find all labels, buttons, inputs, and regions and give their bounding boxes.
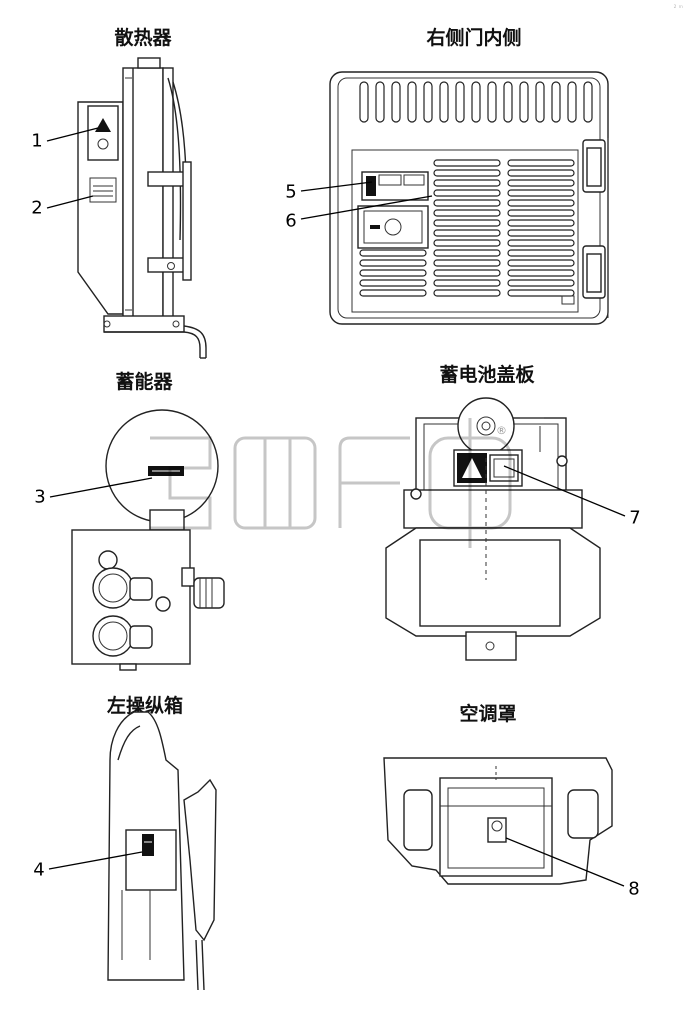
left-control-box-drawing	[107, 711, 217, 991]
title-left-control-box: 左操纵箱	[106, 695, 184, 717]
accumulator-drawing	[71, 409, 225, 671]
callout-1: 1	[31, 130, 43, 152]
ac-cover-drawing	[383, 757, 613, 885]
title-battery-cover: 蓄电池盖板	[439, 364, 535, 386]
title-radiator: 散热器	[114, 27, 172, 49]
callout-2: 2	[31, 197, 43, 219]
door-drawing	[329, 71, 609, 325]
watermark-logo	[150, 418, 512, 548]
callout-7: 7	[629, 507, 641, 529]
watermark-registered-mark: ®	[496, 424, 507, 437]
door-right-vents	[507, 159, 575, 297]
battery-cover-drawing	[385, 397, 601, 661]
title-right-door-inner: 右侧门内侧	[426, 27, 522, 49]
callout-5: 5	[285, 181, 297, 203]
door-left-vents	[359, 159, 501, 297]
callout-4: 4	[33, 859, 45, 881]
title-accumulator: 蓄能器	[115, 371, 173, 393]
door-top-vent-slots	[359, 81, 593, 123]
callout-6: 6	[285, 210, 297, 232]
title-ac-cover: 空调罩	[459, 703, 517, 725]
corner-mark: ₂ ₘ	[673, 2, 683, 10]
radiator-drawing	[77, 57, 207, 359]
callout-8: 8	[628, 878, 640, 900]
leader-lines	[46, 127, 626, 887]
callout-3: 3	[34, 486, 46, 508]
